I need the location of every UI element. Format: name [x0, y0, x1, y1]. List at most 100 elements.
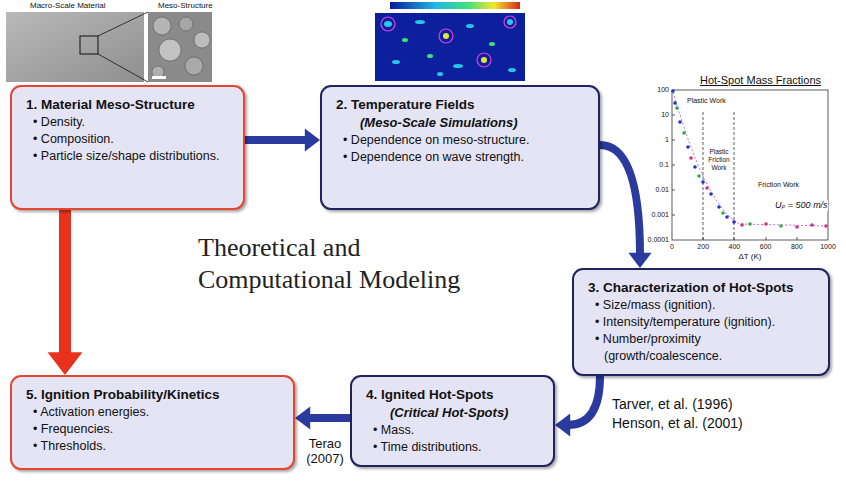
data-point: [686, 145, 690, 149]
macro-photo: [6, 12, 144, 82]
box-heading: 3. Characterization of Hot-Spots: [588, 278, 816, 297]
grain: [159, 39, 181, 61]
data-point: [795, 225, 799, 229]
arrow-head: [555, 413, 570, 436]
box-subheading: (Critical Hot-Spots): [366, 404, 541, 422]
hot-spot: [489, 42, 495, 46]
scale-bar: [152, 76, 166, 79]
zoom-square: [80, 36, 98, 54]
data-point: [732, 220, 736, 224]
data-point: [678, 120, 682, 124]
chart-annotation: Uₚ = 500 m/s: [775, 200, 828, 211]
data-point: [740, 223, 744, 227]
axis-tick: 0.0001: [640, 235, 669, 244]
data-point: [675, 106, 679, 110]
hot-spot: [392, 60, 400, 64]
axis-tick: 1: [640, 135, 669, 144]
bullet-item: • Dependence on wave strength.: [336, 149, 586, 166]
temperature-field: [375, 2, 525, 81]
data-point: [701, 180, 705, 184]
meso-photo: [148, 12, 212, 82]
axis-tick: 1000: [814, 242, 842, 251]
arrow-shaft: [568, 376, 600, 425]
axis-tick: 0.001: [640, 210, 669, 219]
hot-spot-marker: [381, 17, 395, 31]
bullet-item: • Time distributions.: [366, 439, 541, 456]
axis-tick: 10: [640, 110, 669, 119]
zoom-line: [98, 54, 148, 82]
arrow-shaft: [308, 414, 350, 422]
hot-spot: [453, 64, 463, 68]
bullet-item: • Intensity/temperature (ignition).: [588, 314, 816, 331]
data-point: [717, 205, 721, 209]
box-heading: 1. Material Meso-Structure: [26, 95, 231, 114]
arrow-shaft: [59, 210, 71, 356]
data-point: [779, 224, 783, 228]
hot-spot: [384, 21, 392, 27]
bullet-item: • Activation energies.: [26, 404, 281, 421]
chart-annotation: Plastic Friction Work: [705, 148, 733, 172]
hot-spot-marker: [504, 16, 516, 28]
axis-tick: 100: [640, 85, 669, 94]
citation: Henson, et al. (2001): [612, 415, 743, 432]
axis-tick: 600: [752, 242, 780, 251]
process-box: 3. Characterization of Hot-Spots• Size/m…: [572, 268, 830, 376]
zoom-line: [98, 12, 148, 36]
bullet-item: • Number/proximity (growth/coalescence.: [588, 331, 816, 365]
box-subheading: (Meso-Scale Simulations): [336, 114, 586, 132]
bullet-item: • Thresholds.: [26, 438, 281, 455]
axis-tick: 0: [658, 242, 686, 251]
arrow-head: [48, 352, 83, 375]
image-caption: Macro-Scale Material: [30, 1, 106, 11]
data-points: [675, 106, 783, 228]
axis-tick: 0.01: [640, 185, 669, 194]
data-point: [709, 192, 713, 196]
grain: [185, 57, 203, 75]
hot-spot: [507, 19, 513, 25]
flow-arrow: [245, 128, 320, 151]
chart-annotation: Friction Work: [758, 180, 799, 189]
meso-image: [148, 12, 212, 82]
bullet-item: • Density.: [26, 114, 231, 131]
grain: [194, 32, 210, 48]
box-heading: 2. Temperature Fields: [336, 95, 586, 114]
data-point: [764, 222, 768, 226]
color-bar: [390, 2, 520, 9]
macro-image: [6, 12, 148, 82]
axis-tick: 400: [720, 242, 748, 251]
process-box: 4. Ignited Hot-Spots(Critical Hot-Spots)…: [350, 375, 555, 467]
data-point: [810, 223, 814, 227]
hot-spot-marker: [477, 53, 491, 67]
arrow-head: [305, 128, 320, 151]
hot-spot: [437, 72, 443, 76]
mass-fraction-chart: [671, 89, 828, 240]
bullet-item: • Dependence on meso-structure.: [336, 132, 586, 149]
data-point: [705, 186, 709, 190]
bullet-item: • Size/mass (ignition).: [588, 297, 816, 314]
hot-spot: [443, 33, 449, 39]
data-point: [673, 101, 677, 105]
hot-spot: [481, 57, 487, 63]
arrow-head: [295, 406, 310, 429]
bullet-item: • Frequencies.: [26, 421, 281, 438]
field-image: [375, 13, 525, 81]
axis-tick: 800: [783, 242, 811, 251]
bullet-item: • Mass.: [366, 422, 541, 439]
hot-spot: [508, 68, 516, 72]
flow-arrow: [48, 210, 83, 375]
citation: Terao (2007): [298, 436, 352, 466]
box-heading: 4. Ignited Hot-Spots: [366, 385, 541, 404]
image-caption: Meso-Structure: [158, 1, 213, 11]
grain: [153, 17, 171, 35]
data-point: [824, 224, 828, 228]
bullet-item: • Particle size/shape distributions.: [26, 148, 231, 165]
data-point: [748, 222, 752, 226]
grain: [179, 17, 193, 31]
arrow-shaft: [245, 136, 307, 144]
plot-frame: [672, 90, 828, 240]
chart-title: Hot-Spot Mass Fractions: [700, 74, 821, 87]
fit-curve: [673, 92, 828, 226]
hot-spot: [415, 20, 425, 24]
hot-spot: [402, 38, 408, 42]
